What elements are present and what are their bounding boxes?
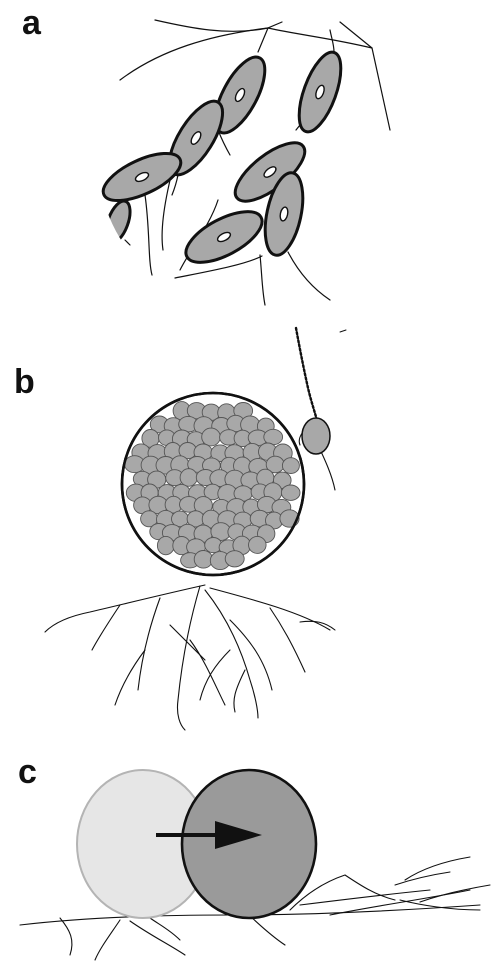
spindle-cell bbox=[291, 47, 350, 137]
displaced-cell bbox=[182, 770, 316, 918]
sphere-cell bbox=[248, 536, 266, 553]
sphere-cell bbox=[180, 469, 197, 487]
spindle-cell bbox=[101, 198, 135, 246]
sphere-cell bbox=[157, 536, 174, 554]
panel-b-process bbox=[296, 328, 346, 490]
panel-a-cells bbox=[97, 47, 350, 273]
sphere-cell bbox=[202, 428, 221, 446]
sphere-cell bbox=[282, 458, 299, 474]
panel-b-roots bbox=[45, 585, 335, 730]
sphere-cell bbox=[281, 485, 300, 500]
spindle-cell bbox=[97, 144, 187, 210]
sphere-cell bbox=[264, 429, 283, 444]
budding-cell bbox=[302, 418, 330, 454]
spindle-cell bbox=[178, 201, 269, 272]
sphere-cell bbox=[194, 551, 212, 569]
sphere-cell bbox=[225, 551, 244, 567]
